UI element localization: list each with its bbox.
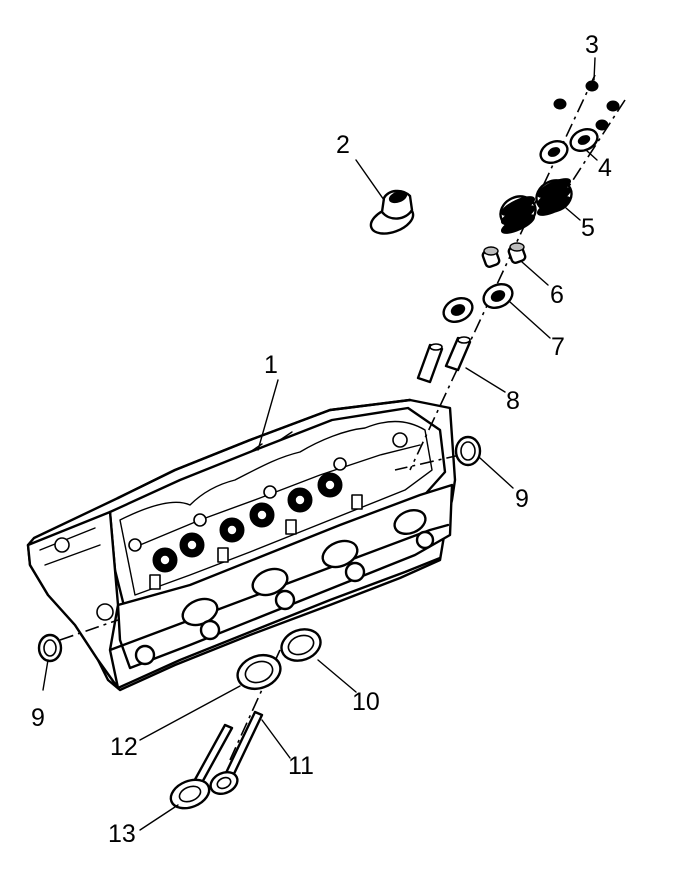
cylinder-head-icon xyxy=(26,398,457,692)
leader-1 xyxy=(257,379,279,451)
leader-7 xyxy=(509,301,551,339)
valve-seat-icon xyxy=(236,628,322,691)
plug-icon xyxy=(37,435,482,663)
leader-6 xyxy=(521,261,549,286)
callout-9-left: 9 xyxy=(31,704,45,732)
leader-13 xyxy=(139,804,179,831)
leader-lines xyxy=(42,57,598,831)
leader-11 xyxy=(261,719,291,759)
callout-3: 3 xyxy=(585,31,599,59)
callout-9-right: 9 xyxy=(515,485,529,513)
leader-2 xyxy=(355,159,385,201)
valve-stem-seal-icon xyxy=(369,189,415,235)
leader-9b xyxy=(42,659,49,691)
valve-icon xyxy=(169,710,264,810)
valve-spring-cap-icon xyxy=(539,127,599,165)
callout-1: 1 xyxy=(264,351,278,379)
spring-shim-icon xyxy=(442,282,514,324)
callout-13: 13 xyxy=(108,820,136,848)
valve-guide-icon xyxy=(416,336,472,384)
leader-3 xyxy=(593,57,596,81)
callout-11: 11 xyxy=(288,752,314,780)
assembly-centerlines xyxy=(59,74,626,761)
callout-5: 5 xyxy=(581,214,595,242)
valve-keeper-icon xyxy=(553,80,620,131)
leader-10 xyxy=(317,659,357,693)
valve-seal-icon xyxy=(481,242,527,268)
leader-9a xyxy=(479,457,514,489)
callout-12: 12 xyxy=(110,733,138,761)
callout-4: 4 xyxy=(598,154,612,182)
leader-5 xyxy=(565,207,581,221)
callout-2: 2 xyxy=(336,131,350,159)
callout-10: 10 xyxy=(352,688,380,716)
callout-7: 7 xyxy=(551,333,565,361)
valve-spring-icon xyxy=(499,178,573,234)
leader-12 xyxy=(139,685,241,741)
callout-6: 6 xyxy=(550,281,564,309)
callout-8: 8 xyxy=(506,387,520,415)
leader-8 xyxy=(465,367,506,393)
leader-4 xyxy=(585,149,598,161)
